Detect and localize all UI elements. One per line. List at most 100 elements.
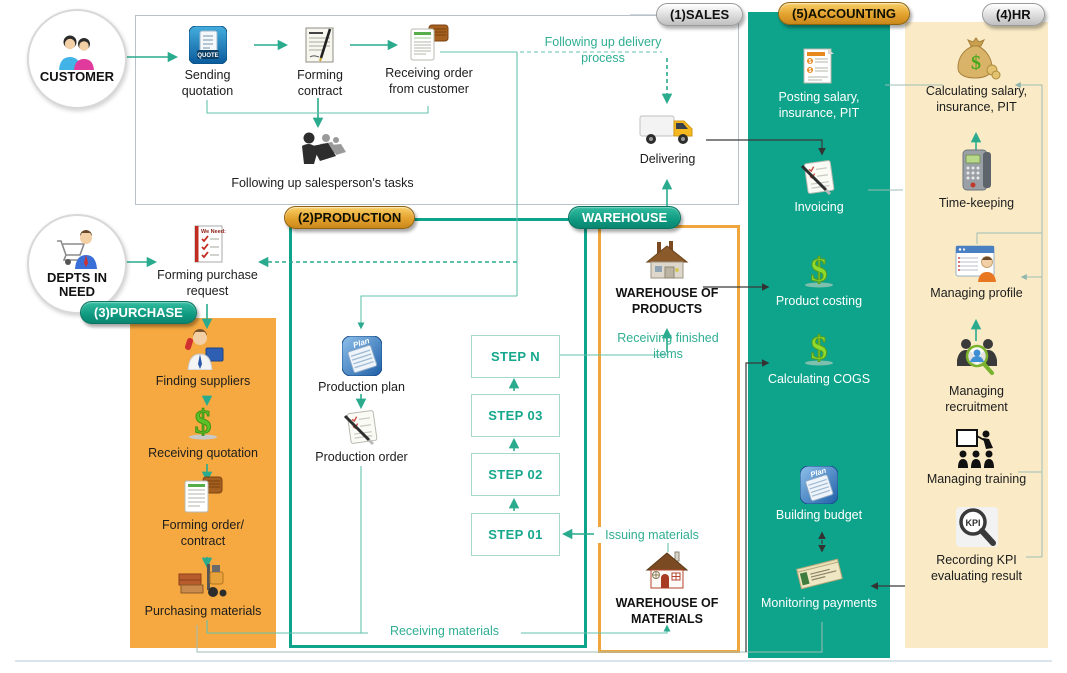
money-bag-icon: $ — [956, 37, 1000, 80]
depts-in-need-label: DEPTS IN NEED — [47, 269, 107, 299]
warehouse-materials-icon — [645, 551, 689, 589]
node-monitoring-payments: Monitoring payments — [748, 552, 890, 612]
node-product-costing: $ Product costing — [752, 250, 886, 310]
purchase-request-label: Forming purchase request — [157, 268, 258, 298]
delivering-label: Delivering — [639, 152, 696, 166]
checkbook-icon — [796, 558, 843, 590]
node-time-keeping: Time-keeping — [908, 148, 1045, 212]
budget-plan-icon: Plan — [800, 466, 838, 504]
hr-pill: (4)HR — [982, 3, 1045, 26]
monitoring-payments-label: Monitoring payments — [760, 596, 878, 610]
forklift-icon — [178, 564, 227, 597]
notepad-pen-icon — [343, 410, 377, 446]
salespeople-icon — [301, 132, 346, 164]
svg-text:$: $ — [811, 252, 828, 289]
plan-icon: Plan — [341, 336, 382, 376]
svg-text:$: $ — [809, 68, 812, 74]
step-03-label: STEP 03 — [488, 408, 543, 423]
node-production-order: Production order — [314, 406, 409, 466]
invoicing-label: Invoicing — [794, 200, 844, 214]
profile-card-icon — [955, 245, 996, 282]
phone-person-icon — [184, 329, 224, 370]
issuing-materials-note: Issuing materials — [594, 527, 710, 544]
node-managing-training: Managing training — [908, 428, 1045, 488]
purchasing-materials-label: Purchasing materials — [144, 604, 262, 618]
receiving-quotation-label: Receiving quotation — [148, 446, 258, 460]
recruitment-search-icon — [956, 339, 997, 375]
depts-in-need-circle: DEPTS IN NEED — [27, 214, 127, 314]
node-finding-suppliers: Finding suppliers — [140, 328, 266, 390]
managing-profile-label: Managing profile — [930, 286, 1023, 300]
order-invoice-icon — [410, 24, 449, 61]
node-followup-tasks: Following up salesperson's tasks — [205, 130, 440, 192]
receiving-order-label: Receiving order from customer — [385, 66, 473, 96]
production-order-label: Production order — [315, 450, 408, 464]
node-receiving-order: Receiving order from customer — [373, 24, 485, 97]
building-budget-label: Building budget — [775, 508, 863, 522]
warehouse-products-icon — [645, 241, 689, 279]
order-invoice-icon — [184, 476, 223, 513]
cart-person-icon — [57, 229, 97, 269]
node-building-budget: Plan Building budget — [752, 466, 886, 524]
managing-recruitment-label: Managing recruitment — [945, 384, 1008, 414]
step-03-box: STEP 03 — [471, 394, 560, 437]
dollar-icon: $ — [189, 404, 217, 442]
recording-kpi-label: Recording KPI evaluating result — [930, 553, 1023, 583]
step-n-box: STEP N — [471, 335, 560, 378]
svg-text:$: $ — [811, 330, 828, 367]
calculating-salary-label: Calculating salary, insurance, PIT — [925, 84, 1028, 114]
node-calculating-cogs: $ Calculating COGS — [752, 328, 886, 388]
node-purchasing-materials: Purchasing materials — [136, 560, 270, 620]
contract-pen-icon — [305, 27, 334, 63]
followup-tasks-label: Following up salesperson's tasks — [231, 176, 414, 190]
delivery-process-note: Following up delivery process — [544, 35, 662, 66]
time-keeping-label: Time-keeping — [938, 196, 1015, 210]
managing-training-label: Managing training — [926, 472, 1027, 486]
dollar-icon: $ — [805, 252, 833, 290]
kpi-magnifier-icon: KPI — [955, 507, 998, 547]
production-plan-label: Production plan — [318, 380, 405, 394]
production-pill: (2)PRODUCTION — [284, 206, 416, 229]
node-receiving-quotation: $ Receiving quotation — [140, 402, 266, 462]
warehouse-materials-label: WAREHOUSE OF MATERIALS — [615, 596, 719, 626]
svg-text:$: $ — [195, 404, 212, 441]
node-production-plan: Plan Production plan — [314, 336, 409, 396]
node-managing-recruitment: Managing recruitment — [908, 336, 1045, 415]
node-recording-kpi: KPI Recording KPI evaluating result — [908, 505, 1045, 584]
receiving-materials-note: Receiving materials — [368, 623, 521, 640]
warehouse-products-label: WAREHOUSE OF PRODUCTS — [615, 286, 719, 316]
we-need-checklist-icon: We Need: — [194, 225, 226, 263]
step-02-label: STEP 02 — [488, 467, 543, 482]
customer-couple-icon — [59, 35, 94, 70]
step-02-box: STEP 02 — [471, 453, 560, 496]
payroll-document-icon: $ $ — [803, 48, 834, 84]
svg-text:We Need:: We Need: — [201, 229, 226, 235]
svg-text:KPI: KPI — [965, 518, 980, 528]
node-forming-contract: Forming contract — [275, 26, 365, 99]
accounting-pill: (5)ACCOUNTING — [778, 2, 910, 25]
svg-text:QUOTE: QUOTE — [197, 53, 218, 59]
node-forming-order: Forming order/ contract — [153, 476, 253, 549]
node-posting-salary: $ $ Posting salary, insurance, PIT — [752, 46, 886, 121]
step-n-label: STEP N — [490, 349, 541, 364]
forming-contract-label: Forming contract — [297, 68, 343, 98]
purchase-pill: (3)PURCHASE — [80, 301, 197, 324]
svg-text:$: $ — [809, 59, 812, 65]
node-purchase-request: We Need: Forming purchase request — [150, 224, 265, 299]
step-01-box: STEP 01 — [471, 513, 560, 556]
time-clock-icon — [962, 149, 991, 191]
invoicing-notepad-icon — [800, 160, 835, 196]
forming-order-label: Forming order/ contract — [162, 518, 244, 548]
node-warehouse-materials: WAREHOUSE OF MATERIALS — [600, 548, 734, 627]
delivery-truck-icon — [639, 115, 692, 144]
node-invoicing: Invoicing — [752, 156, 886, 216]
customer-label: CUSTOMER — [39, 68, 115, 84]
dollar-icon: $ — [805, 330, 833, 368]
node-calculating-salary: $ Calculating salary, insurance, PIT — [908, 36, 1045, 115]
customer-circle: CUSTOMER — [27, 9, 127, 109]
sending-quotation-label: Sending quotation — [181, 68, 234, 98]
node-managing-profile: Managing profile — [908, 242, 1045, 302]
step-01-label: STEP 01 — [488, 527, 543, 542]
warehouse-pill: WAREHOUSE — [568, 206, 682, 229]
